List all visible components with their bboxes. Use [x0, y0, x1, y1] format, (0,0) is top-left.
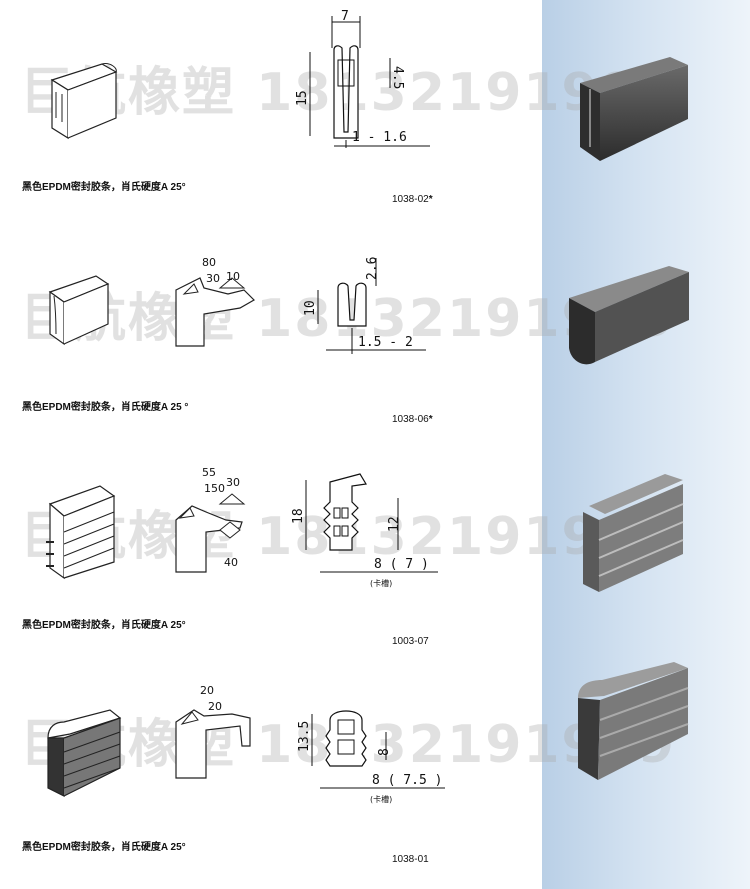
product-section-3: 巨航橡塑 18132191999 55 150 30 40 18 12 8 ( … — [0, 440, 750, 662]
code-mark: * — [428, 194, 433, 205]
code-text: 1038-02 — [392, 194, 429, 205]
dim-inner: 12 — [387, 516, 402, 532]
dim-inner: 4.5 — [390, 66, 405, 89]
cross-section-drawing: 13.5 8 8 ( 7.5 ) (卡槽) — [297, 710, 445, 804]
dim-inner: 8 — [377, 748, 392, 756]
angle-c: 30 — [226, 476, 240, 489]
angle-a: 80 — [202, 256, 216, 269]
dim-height: 13.5 — [297, 721, 312, 752]
dim-width: 7 — [341, 9, 349, 24]
profile-sketch — [46, 485, 116, 580]
product-section-4: 巨航橡塑 18132191999 20 20 13.5 8 8 ( 7.5 ) … — [0, 660, 750, 882]
product-photo — [580, 57, 688, 161]
cross-section-drawing: 7 15 4.5 1 - 1.6 — [295, 9, 430, 148]
product-photo — [578, 662, 689, 780]
groove-note: (卡槽) — [370, 794, 392, 804]
product-photo — [583, 474, 684, 592]
dim-groove: 1.5 - 2 — [358, 335, 413, 350]
product-photo — [569, 266, 689, 365]
product-caption: 黑色EPDM密封胶条，肖氏硬度A 25 ° — [22, 402, 189, 413]
angle-a: 55 — [202, 466, 216, 479]
angle-sketch: 55 150 30 40 — [175, 466, 246, 573]
product-code: 1038-06* — [392, 414, 433, 425]
angle-c: 10 — [226, 270, 240, 283]
angle-a: 20 — [200, 684, 214, 697]
profile-sketch — [47, 709, 122, 797]
product-code: 1038-01 — [392, 854, 429, 865]
product-section-1: 巨航橡塑 18132191999 7 15 4.5 1 - 1.6 — [0, 0, 750, 222]
angle-b: 150 — [204, 482, 225, 495]
dim-height: 15 — [295, 90, 310, 106]
product-caption: 黑色EPDM密封胶条，肖氏硬度A 25° — [22, 842, 186, 853]
code-mark: * — [428, 414, 433, 425]
product-code: 1038-02* — [392, 194, 433, 205]
profile-sketch — [48, 275, 110, 346]
cross-section-drawing: 10 2.6 1.5 - 2 — [303, 257, 426, 354]
dim-groove: 8 ( 7.5 ) — [372, 773, 442, 788]
product-code: 1003-07 — [392, 636, 429, 647]
angle-sketch: 80 30 10 — [175, 256, 255, 347]
product-caption: 黑色EPDM密封胶条，肖氏硬度A 25° — [22, 620, 186, 631]
groove-note: (卡槽) — [370, 578, 392, 588]
product-section-2: 巨航橡塑 18132191999 80 30 10 10 2.6 1.5 - 2… — [0, 220, 750, 442]
profile-sketch — [50, 63, 118, 140]
dim-groove: 1 - 1.6 — [352, 130, 407, 145]
angle-sketch: 20 20 — [175, 684, 251, 779]
angle-b: 20 — [208, 700, 222, 713]
angle-b: 30 — [206, 272, 220, 285]
angle-d: 40 — [224, 556, 238, 569]
code-text: 1038-01 — [392, 854, 429, 865]
product-caption: 黑色EPDM密封胶条，肖氏硬度A 25° — [22, 182, 186, 193]
cross-section-drawing: 18 12 8 ( 7 ) (卡槽) — [291, 473, 438, 588]
dim-height: 18 — [291, 508, 306, 524]
dim-groove: 8 ( 7 ) — [374, 557, 429, 572]
dim-lip: 2.6 — [365, 257, 380, 280]
dim-height: 10 — [303, 300, 318, 316]
code-text: 1038-06 — [392, 414, 429, 425]
code-text: 1003-07 — [392, 636, 429, 647]
